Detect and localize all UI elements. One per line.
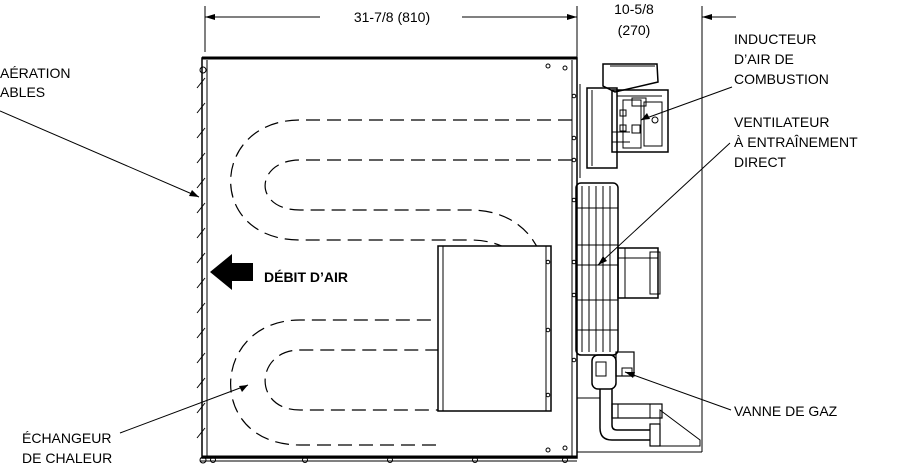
- airflow-label: DÉBIT D’AIR: [264, 269, 348, 285]
- inducer-label-line-1: INDUCTEUR: [734, 31, 816, 47]
- blower-label-line-2: À ENTRAÎNEMENT: [734, 134, 858, 150]
- gas-valve-assembly: [577, 351, 702, 453]
- burner-box: [437, 245, 552, 412]
- inducer-label-line-2: D’AIR DE: [734, 51, 794, 67]
- louver-hatch-marks: [196, 77, 206, 439]
- heat-exchanger-label-line-1: ÉCHANGEUR: [22, 430, 111, 446]
- width-side-dimension: 10-5/8: [614, 1, 654, 17]
- louvers-label-line-1: AÉRATION: [0, 65, 71, 81]
- width-main-dimension: 31-7/8 (810): [354, 9, 430, 25]
- blower-assembly: [575, 182, 661, 356]
- leader-arrowheads: [189, 113, 650, 392]
- width-side-metric-dimension: (270): [618, 22, 651, 38]
- cabinet-screws: [199, 63, 568, 464]
- dimension-lines: [204, 6, 736, 80]
- louvers-label-line-2: ABLES: [0, 84, 45, 100]
- blower-label-line-1: VENTILATEUR: [734, 114, 829, 130]
- leader-lines: [0, 86, 733, 434]
- airflow-arrow-icon: [210, 254, 253, 290]
- blower-label-line-3: DIRECT: [734, 154, 787, 170]
- gas-valve-label: VANNE DE GAZ: [734, 403, 838, 419]
- heat-exchanger-label-line-2: DE CHALEUR: [22, 450, 112, 466]
- inducer-label-line-3: COMBUSTION: [734, 71, 829, 87]
- dimension-arrowheads: [205, 14, 712, 20]
- combustion-inducer: [586, 63, 669, 169]
